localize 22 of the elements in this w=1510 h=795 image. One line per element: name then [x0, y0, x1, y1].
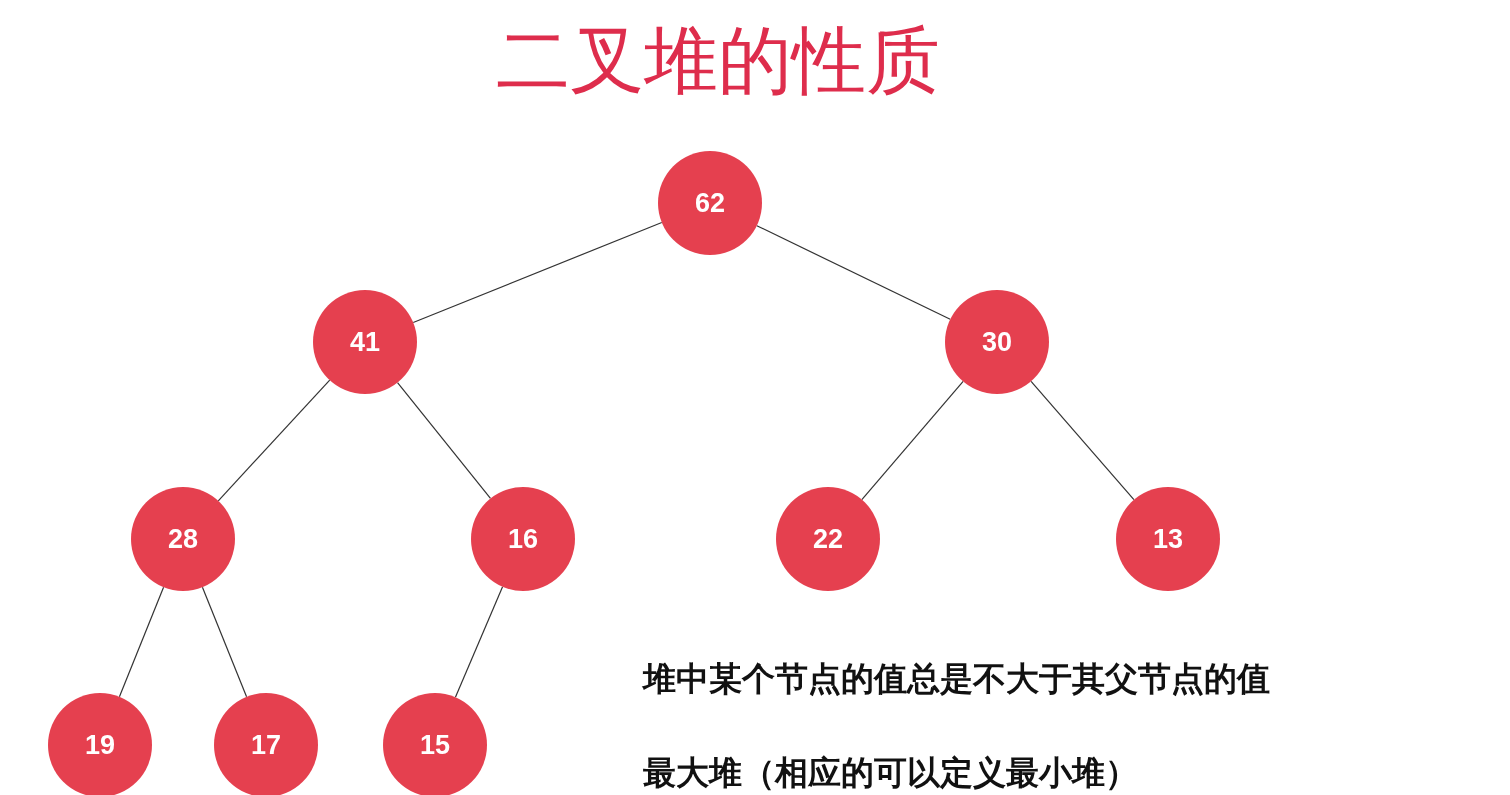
title: 二叉堆的性质: [495, 16, 941, 105]
node-value: 19: [84, 729, 115, 761]
node-value: 41: [349, 326, 380, 358]
node-value: 16: [507, 523, 538, 555]
note-text: 堆中某个节点的值总是不大于其父节点的值: [643, 658, 1270, 700]
connector-line: [217, 379, 331, 502]
connector-line: [396, 381, 492, 500]
connector-line: [1030, 380, 1135, 501]
connector-line: [756, 225, 951, 320]
connector-line: [118, 586, 165, 698]
node-value: 15: [419, 729, 450, 761]
node-value: 13: [1152, 523, 1183, 555]
node-value: 30: [981, 326, 1012, 358]
node-value: 22: [812, 523, 843, 555]
node-value: 62: [694, 187, 725, 219]
connector-line: [201, 586, 248, 698]
connector-line: [861, 380, 964, 501]
node-value: 28: [167, 523, 198, 555]
connector-line: [454, 586, 504, 698]
note-text: 最大堆（相应的可以定义最小堆）: [643, 752, 1138, 794]
node-value: 17: [250, 729, 281, 761]
connector-line: [412, 221, 663, 324]
